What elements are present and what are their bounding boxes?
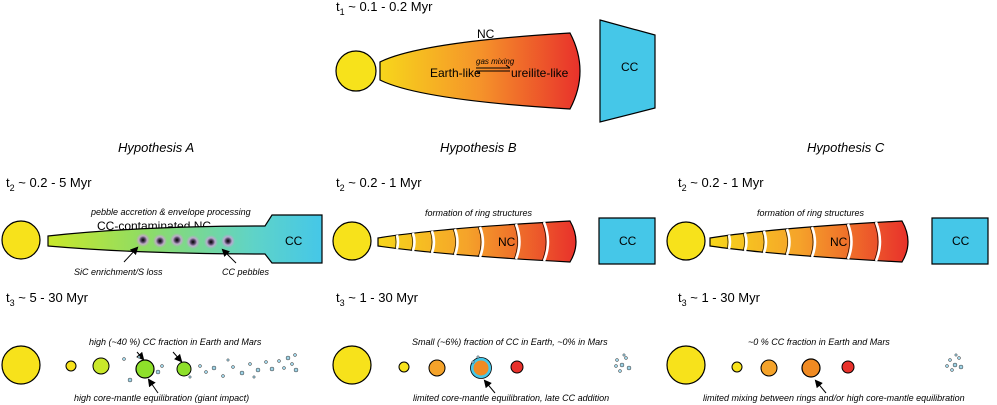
ring-gap-outlines-c bbox=[726, 221, 879, 262]
hypothesis-a-sun-icon-2 bbox=[1, 345, 41, 385]
hypothesis-a: Hypothesis A t2 ~ 0.2 - 5 Myr pebble acc… bbox=[1, 140, 323, 403]
hypothesis-c-stage2-caption: formation of ring structures bbox=[757, 208, 865, 218]
hypothesis-b: Hypothesis B t2 ~ 0.2 - 1 Myr formation … bbox=[332, 140, 656, 403]
hypothesis-b-stage2-caption: formation of ring structures bbox=[425, 208, 533, 218]
hypothesis-a-t2-label: t2 ~ 0.2 - 5 Myr bbox=[6, 175, 92, 193]
planet-small-yellow bbox=[65, 360, 77, 372]
impact-arrow bbox=[147, 378, 159, 394]
hypothesis-b-sun-icon-2 bbox=[332, 345, 372, 385]
hypothesis-b-t2-label: t2 ~ 0.2 - 1 Myr bbox=[336, 175, 422, 193]
hypothesis-b-sun-icon bbox=[332, 221, 372, 261]
planet-c-red bbox=[841, 360, 855, 374]
mixing-arrow bbox=[814, 379, 827, 394]
hypothesis-a-pebbles-note: CC pebbles bbox=[222, 267, 270, 277]
planet-b-yellow bbox=[398, 361, 410, 373]
hypothesis-a-fraction-note: high (~40 %) CC fraction in Earth and Ma… bbox=[89, 337, 262, 347]
hypothesis-b-cc-disk bbox=[598, 217, 656, 265]
t1-label: t1 ~ 0.1 - 0.2 Myr bbox=[336, 0, 433, 17]
hypothesis-a-bottom-note: high core-mantle equilibration (giant im… bbox=[74, 393, 249, 403]
ring-gap-outlines-b bbox=[394, 221, 547, 262]
planet-b-earth bbox=[470, 357, 492, 379]
planet-c-orange bbox=[760, 359, 778, 377]
hypothesis-a-title: Hypothesis A bbox=[118, 140, 194, 155]
debris-field-b bbox=[471, 353, 632, 373]
debris-field-a bbox=[122, 353, 299, 383]
top-stage: t1 ~ 0.1 - 0.2 Myr NC gas mixing Earth-l… bbox=[335, 0, 656, 123]
hypothesis-b-cc-label: CC bbox=[619, 234, 637, 248]
hypothesis-c-sun-icon-2 bbox=[666, 345, 706, 385]
cc-pebbles bbox=[136, 233, 235, 249]
hypothesis-b-title: Hypothesis B bbox=[440, 140, 517, 155]
hypothesis-a-cc-label: CC bbox=[285, 234, 303, 248]
hypothesis-c-nc-label: NC bbox=[830, 235, 848, 249]
earth-like-label: Earth-like bbox=[430, 66, 481, 80]
planet-earth-green bbox=[92, 357, 110, 375]
hypothesis-c-bottom-note: limited mixing between rings and/or high… bbox=[703, 393, 965, 403]
hypothesis-c-title: Hypothesis C bbox=[807, 140, 885, 155]
hypothesis-c-cc-disk bbox=[931, 217, 989, 265]
hypothesis-a-stage2-caption: pebble accretion & envelope processing bbox=[90, 207, 251, 217]
ring-gaps-b bbox=[395, 221, 550, 262]
gas-mixing-label: gas mixing bbox=[476, 57, 515, 66]
hypothesis-b-t3-label: t3 ~ 1 - 30 Myr bbox=[336, 290, 419, 308]
hypothesis-c-fraction-note: ~0 % CC fraction in Earth and Mars bbox=[748, 337, 890, 347]
hypothesis-c-t2-label: t2 ~ 0.2 - 1 Myr bbox=[678, 175, 764, 193]
planet-c-earth bbox=[801, 358, 821, 378]
fraction-arrow-1 bbox=[136, 351, 145, 361]
late-cc-arrow bbox=[483, 379, 496, 394]
hypothesis-a-sic-note: SiC enrichment/S loss bbox=[74, 267, 163, 277]
planet-mars-green bbox=[176, 361, 192, 377]
hypothesis-b-bottom-note: limited core-mantle equilibration, late … bbox=[413, 393, 609, 403]
planet-b-orange bbox=[428, 359, 446, 377]
pebbles-arrow bbox=[221, 248, 237, 264]
ring-gaps-c bbox=[727, 221, 882, 262]
cc-label: CC bbox=[621, 60, 639, 74]
hypothesis-c: Hypothesis C t2 ~ 0.2 - 1 Myr formation … bbox=[666, 140, 989, 403]
cc-disk bbox=[599, 19, 656, 123]
hypothesis-b-fraction-note: Small (~6%) fraction of CC in Earth, ~0%… bbox=[412, 337, 608, 347]
planet-b-earth-outline bbox=[470, 357, 492, 379]
hypothesis-c-sun-icon bbox=[666, 221, 706, 261]
planet-b-red bbox=[510, 360, 524, 374]
sic-arrow bbox=[123, 246, 139, 263]
hypothesis-c-cc-label: CC bbox=[952, 234, 970, 248]
planet-green-large bbox=[135, 359, 155, 379]
nc-label: NC bbox=[477, 27, 495, 41]
hypothesis-b-nc-label: NC bbox=[498, 235, 516, 249]
exchange-arrow-icon bbox=[475, 64, 511, 75]
hypothesis-a-contaminated-disk bbox=[47, 214, 323, 264]
hypothesis-c-t3-label: t3 ~ 1 - 30 Myr bbox=[678, 290, 761, 308]
debris-field-c bbox=[945, 353, 964, 372]
planet-c-yellow bbox=[731, 361, 743, 373]
ureilite-like-label: ureilite-like bbox=[511, 66, 569, 80]
hypothesis-a-sun-icon bbox=[1, 220, 41, 260]
hypothesis-a-t3-label: t3 ~ 5 - 30 Myr bbox=[6, 290, 89, 308]
fraction-arrow-2 bbox=[172, 351, 183, 363]
sun-icon bbox=[335, 50, 377, 92]
